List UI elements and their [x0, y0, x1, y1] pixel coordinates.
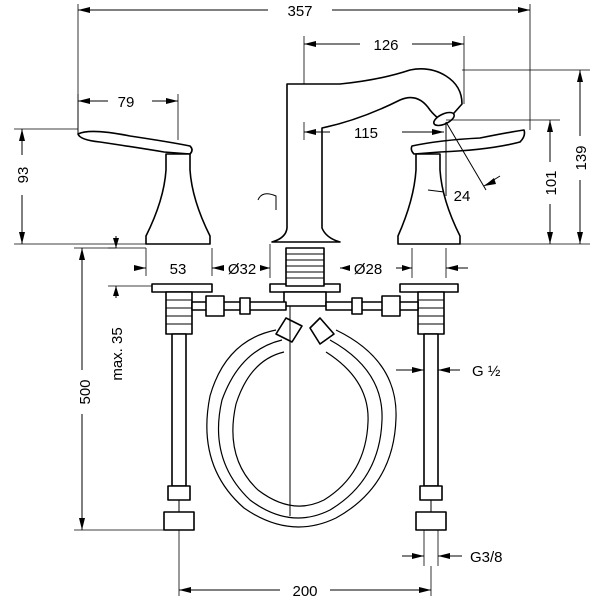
dim-spout-diameter: Ø32 — [228, 244, 350, 278]
dim-angle: 24 — [427, 121, 501, 205]
dim-spout-inner: 115 — [303, 122, 444, 142]
dim-hose-length: 500 — [74, 247, 166, 531]
dim-outlet-thread-label: G3/8 — [470, 549, 503, 566]
dim-overall-height-label: 139 — [573, 145, 590, 170]
dim-hose-length-label: 500 — [77, 379, 94, 404]
dim-spout-reach-label: 126 — [373, 37, 398, 54]
dim-spout-reach: 126 — [303, 36, 465, 104]
mounting-hardware — [151, 247, 459, 531]
spout-body — [257, 68, 463, 243]
dim-handle-diameter-label: Ø28 — [354, 261, 382, 278]
dim-handle-reach-label: 79 — [118, 94, 135, 111]
dim-handle-height-label: 93 — [15, 167, 32, 184]
dim-handle-reach: 79 — [77, 94, 179, 140]
dim-inlet-thread-label: G ½ — [472, 363, 501, 380]
dim-spout-diameter-label: Ø32 — [228, 261, 256, 278]
spout-hose-loop — [206, 329, 397, 528]
dim-center-distance-label: 200 — [292, 583, 317, 600]
dim-max-thickness: max. 35 — [108, 236, 152, 381]
dim-inlet-thread: G ½ — [396, 363, 501, 380]
dim-spout-inner-label: 115 — [354, 125, 378, 142]
dim-spout-height: 101 — [446, 119, 590, 245]
dim-spout-height-label: 101 — [543, 170, 560, 195]
dim-max-thickness-label: max. 35 — [109, 327, 126, 380]
left-handle — [77, 130, 211, 245]
dim-handle-height: 93 — [14, 128, 146, 245]
dim-outlet-thread: G3/8 — [402, 530, 503, 566]
dim-overall-height: 139 — [462, 69, 590, 244]
dim-angle-label: 24 — [454, 188, 471, 205]
dim-handle-base: 53 — [134, 248, 224, 278]
dim-overall-width-label: 357 — [287, 3, 312, 20]
dim-center-distance: 200 — [178, 530, 432, 600]
dim-handle-base-label: 53 — [170, 261, 187, 278]
dim-handle-diameter: Ø28 — [354, 248, 468, 278]
